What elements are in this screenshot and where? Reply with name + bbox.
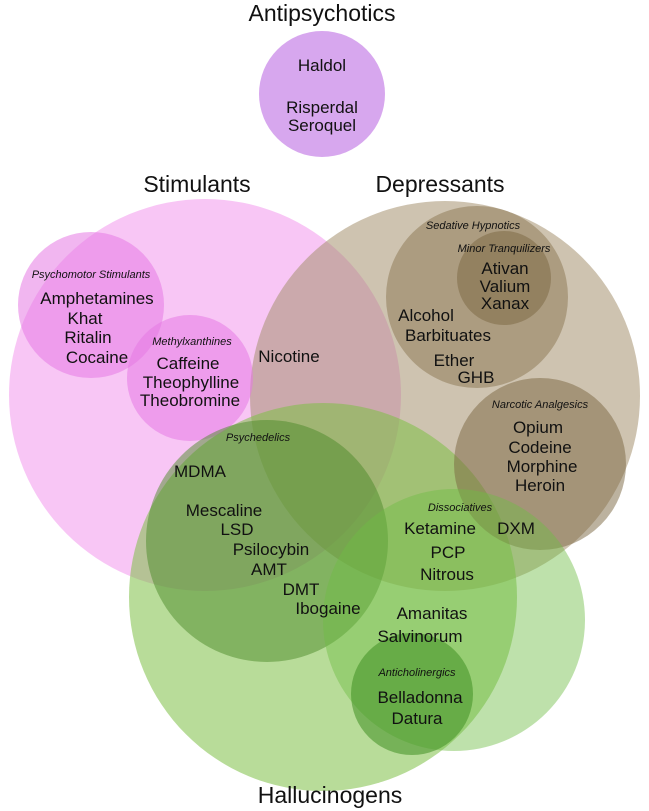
drug-label: Ritalin	[64, 328, 111, 347]
hallucinogens-title: Hallucinogens	[258, 782, 402, 808]
drug-label: GHB	[458, 368, 495, 387]
anticholinergics-circle	[351, 633, 473, 755]
minor-tranquilizers-label: Minor Tranquilizers	[458, 243, 551, 255]
drug-label: MDMA	[174, 462, 227, 481]
drug-label: Morphine	[507, 457, 578, 476]
drug-label: Ativan	[481, 259, 528, 278]
drug-label: Barbituates	[405, 326, 491, 345]
drug-label: Ibogaine	[295, 599, 360, 618]
narcotic-analgesics-circle	[454, 378, 626, 550]
drug-label: Nitrous	[420, 565, 474, 584]
drug-label: Theobromine	[140, 391, 240, 410]
drug-label: Xanax	[481, 294, 530, 313]
drug-label: PCP	[431, 543, 466, 562]
drug-label: DMT	[283, 580, 320, 599]
drug-label: Amphetamines	[40, 289, 153, 308]
drug-label: Haldol	[298, 56, 346, 75]
narcotic-analgesics-label: Narcotic Analgesics	[492, 399, 589, 411]
stimulants-title: Stimulants	[143, 171, 250, 197]
drug-label: Theophylline	[143, 373, 239, 392]
drug-label: Heroin	[515, 476, 565, 495]
psychomotor-label: Psychomotor Stimulants	[32, 269, 151, 281]
drug-label: Codeine	[508, 438, 571, 457]
drug-label: Seroquel	[288, 116, 356, 135]
antipsychotics-title: Antipsychotics	[248, 0, 395, 26]
drug-label: Caffeine	[156, 354, 219, 373]
drug-label: Amanitas	[397, 604, 468, 623]
minor-tranquilizers-circle	[457, 231, 551, 325]
dissociatives-label: Dissociatives	[428, 502, 493, 514]
drug-label: Khat	[68, 309, 103, 328]
drug-label: Ether	[434, 351, 475, 370]
drug-label: AMT	[251, 560, 287, 579]
drug-label: Belladonna	[377, 688, 463, 707]
psychedelics-circle	[146, 420, 388, 662]
drug-label: Salvinorum	[377, 627, 462, 646]
methylxanthines-circle	[127, 315, 253, 441]
drug-label: Nicotine	[258, 347, 319, 366]
psychedelics-label: Psychedelics	[226, 432, 291, 444]
drug-label: Mescaline	[186, 501, 263, 520]
drug-label: Risperdal	[286, 98, 358, 117]
anticholinergics-label: Anticholinergics	[377, 667, 456, 679]
sedative-hypnotics-label: Sedative Hypnotics	[426, 220, 521, 232]
drug-label: Valium	[480, 277, 531, 296]
methylxanthines-label: Methylxanthines	[152, 336, 232, 348]
antipsychotics-circle	[259, 31, 385, 157]
drug-label: Opium	[513, 418, 563, 437]
drug-label: LSD	[220, 520, 253, 539]
drug-label: Cocaine	[66, 348, 128, 367]
depressants-title: Depressants	[375, 171, 504, 197]
psychomotor-circle	[18, 232, 164, 378]
drug-label: Alcohol	[398, 306, 454, 325]
drug-label: Datura	[391, 709, 443, 728]
drug-label: Ketamine	[404, 519, 476, 538]
drug-label: DXM	[497, 519, 535, 538]
drug-label: Psilocybin	[233, 540, 310, 559]
